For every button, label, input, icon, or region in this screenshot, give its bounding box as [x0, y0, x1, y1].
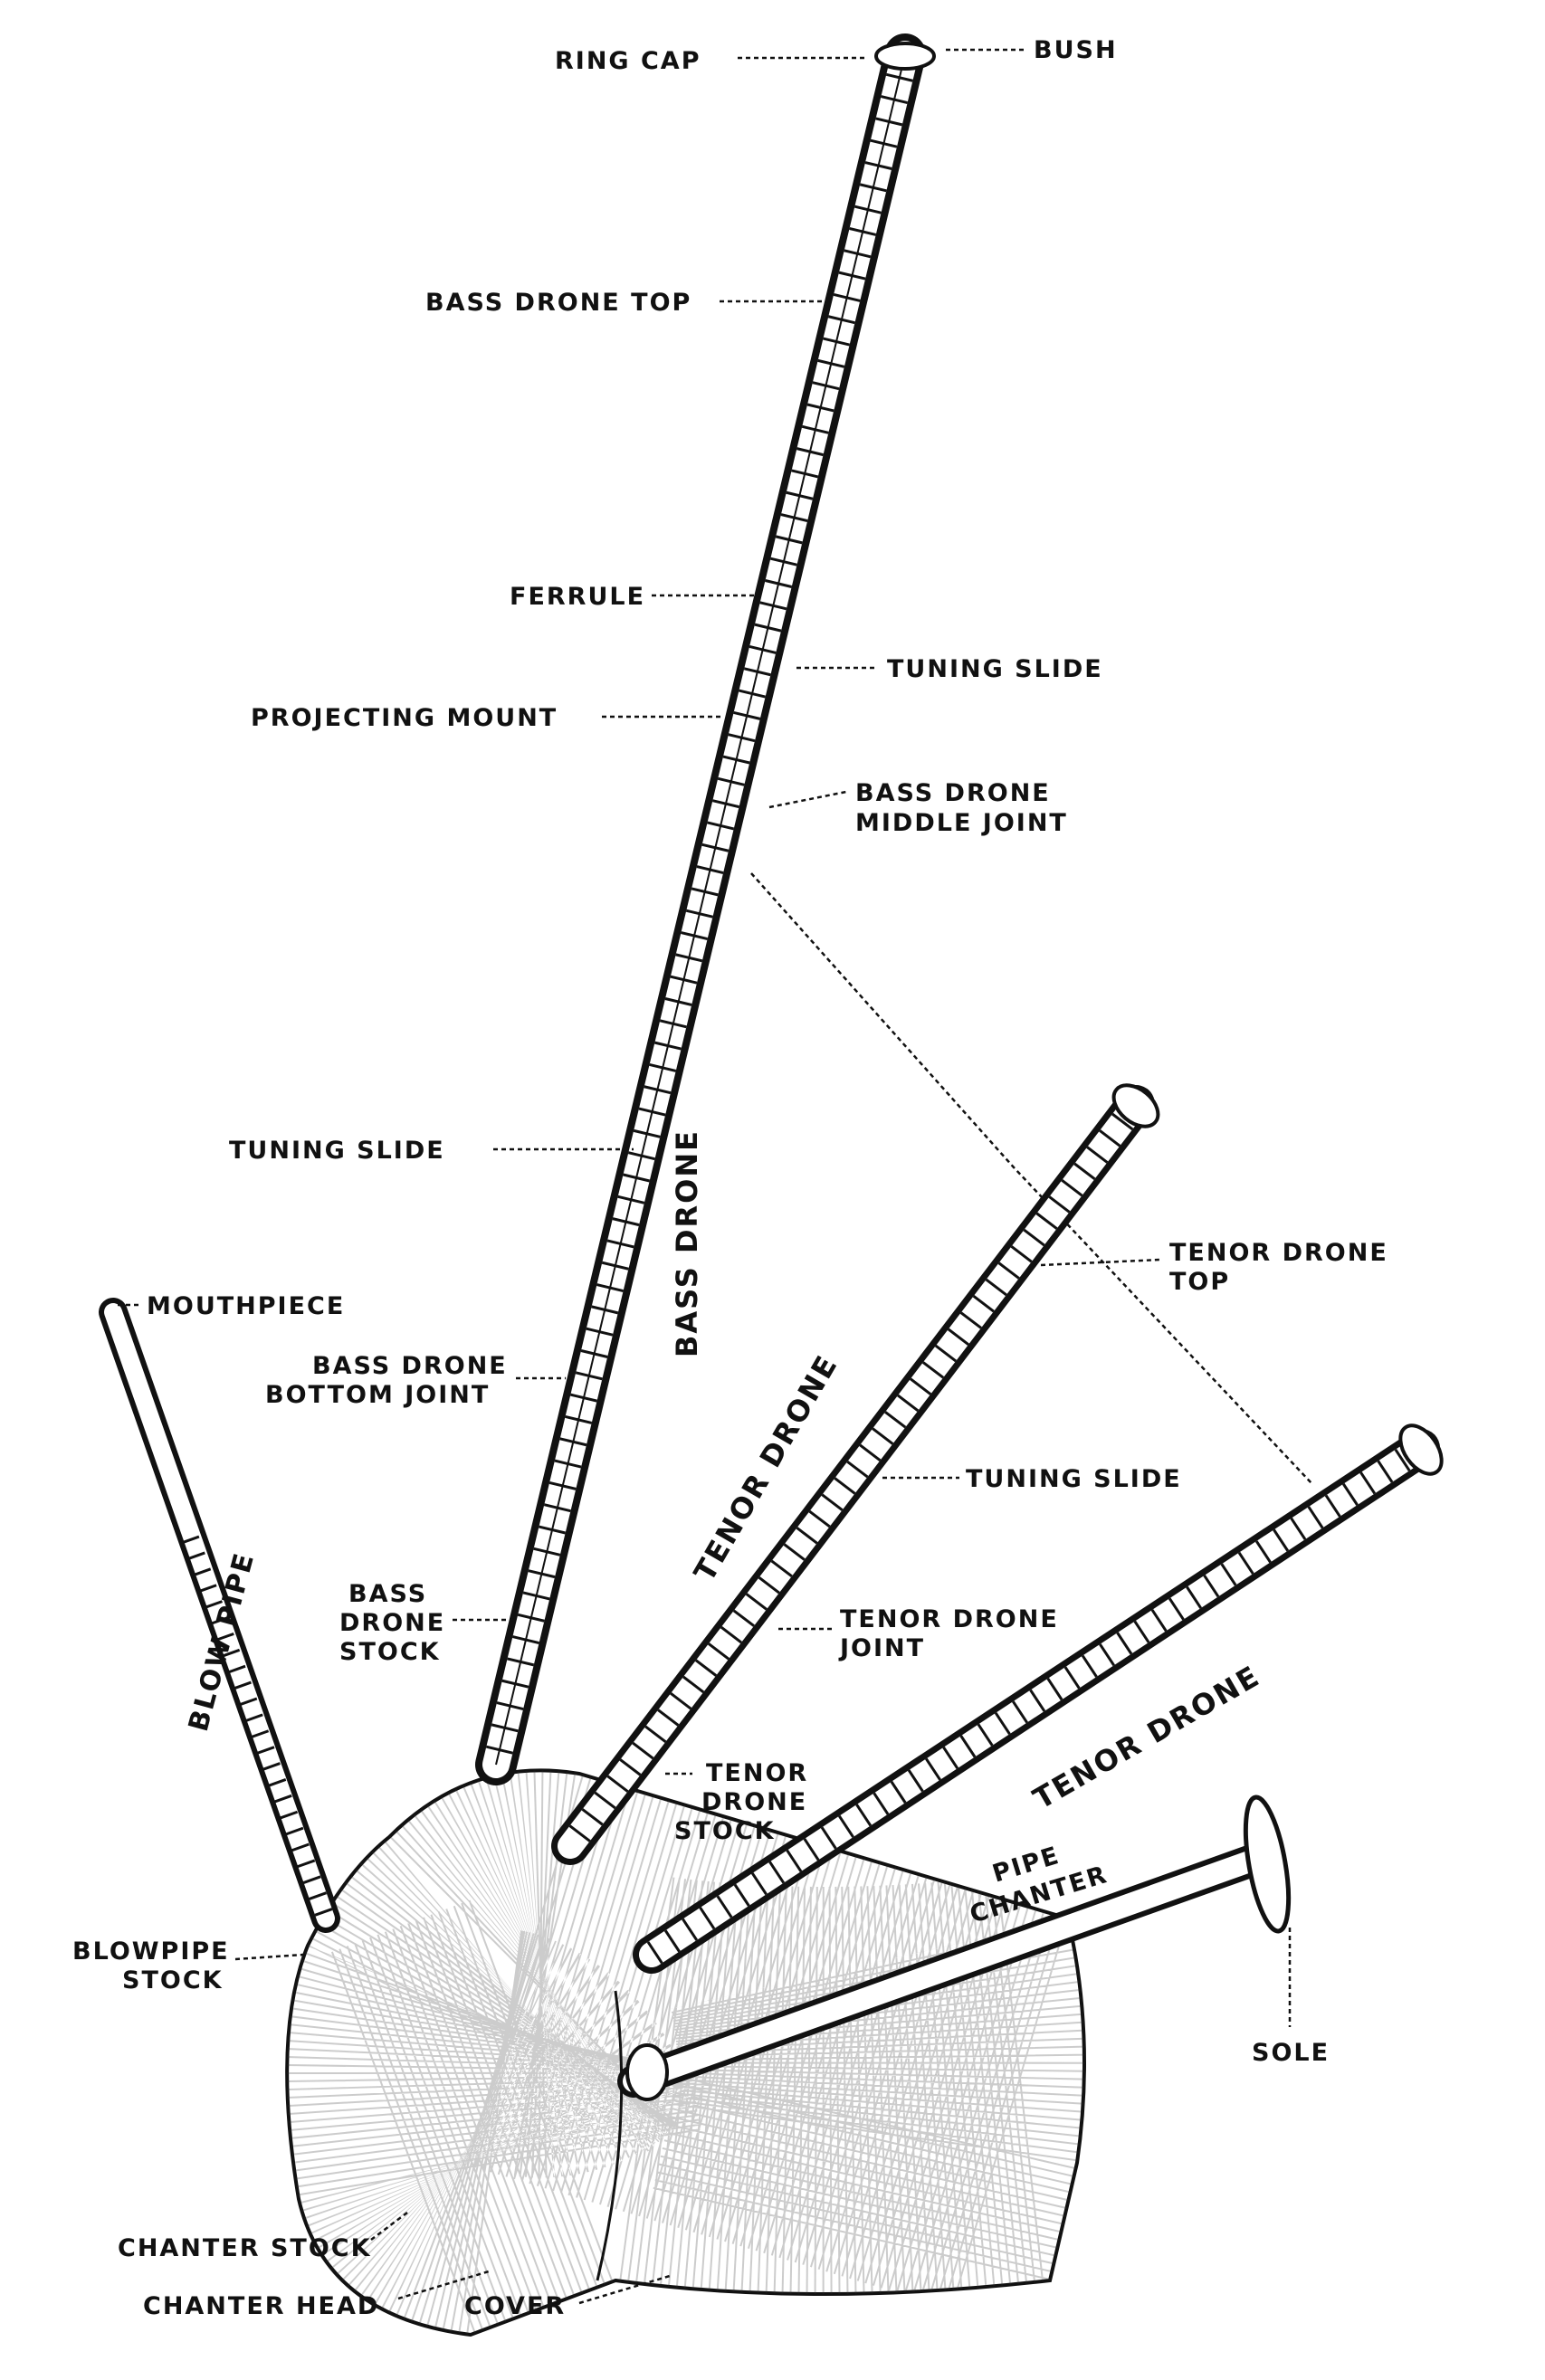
- label-tenor-drone-top-2: TOP: [1169, 1268, 1230, 1296]
- label-ferrule: FERRULE: [510, 583, 645, 611]
- label-cover: COVER: [464, 2292, 566, 2320]
- label-projecting-mount: PROJECTING MOUNT: [251, 704, 558, 732]
- blow-pipe: [99, 1298, 340, 1933]
- label-tuning-slide-2: TUNING SLIDE: [229, 1137, 445, 1165]
- label-blowpipe-stock-2: STOCK: [122, 1966, 224, 1994]
- tenor-drone-1: [551, 1083, 1160, 1865]
- label-chanter-head: CHANTER HEAD: [143, 2292, 379, 2320]
- label-bass-drone-bottom-joint-2: BOTTOM JOINT: [265, 1381, 490, 1409]
- tenor-drone-2: [633, 1423, 1444, 1974]
- leader-lines: [118, 48, 1292, 2305]
- label-bass-drone-stock-2: DRONE: [339, 1609, 445, 1637]
- label-tuning-slide-3: TUNING SLIDE: [966, 1465, 1182, 1493]
- label-tenor-drone-1: TENOR DRONE: [687, 1348, 844, 1587]
- label-tenor-drone-stock-2: DRONE: [701, 1788, 807, 1816]
- label-sole: SOLE: [1252, 2039, 1330, 2067]
- label-chanter-stock: CHANTER STOCK: [118, 2234, 372, 2262]
- label-bass-drone-middle-joint-2: MIDDLE JOINT: [855, 809, 1068, 837]
- label-bass-drone-stock: BASS: [348, 1580, 427, 1608]
- label-bass-drone-top: BASS DRONE TOP: [425, 289, 691, 317]
- label-bass-drone-middle-joint: BASS DRONE: [855, 779, 1051, 807]
- label-ring-cap: RING CAP: [555, 47, 701, 75]
- label-tuning-slide-1: TUNING SLIDE: [887, 655, 1103, 683]
- drone-cord: [750, 872, 1313, 1485]
- label-tenor-drone-joint: TENOR DRONE: [840, 1605, 1059, 1633]
- label-tenor-drone-joint-2: JOINT: [838, 1634, 925, 1662]
- label-mouthpiece: MOUTHPIECE: [147, 1292, 345, 1320]
- label-blowpipe-stock: BLOWPIPE: [72, 1937, 230, 1966]
- label-bass-drone-stock-3: STOCK: [339, 1638, 441, 1666]
- pipe-chanter: [617, 1795, 1292, 2101]
- label-tenor-drone-stock: TENOR: [706, 1759, 808, 1787]
- label-tenor-drone-stock-3: STOCK: [674, 1817, 776, 1845]
- label-bass-drone: BASS DRONE: [670, 1129, 704, 1357]
- label-tenor-drone-top: TENOR DRONE: [1169, 1239, 1388, 1267]
- label-bush: BUSH: [1034, 36, 1118, 64]
- bass-drone: [475, 33, 936, 1785]
- label-bass-drone-bottom-joint: BASS DRONE: [312, 1352, 508, 1380]
